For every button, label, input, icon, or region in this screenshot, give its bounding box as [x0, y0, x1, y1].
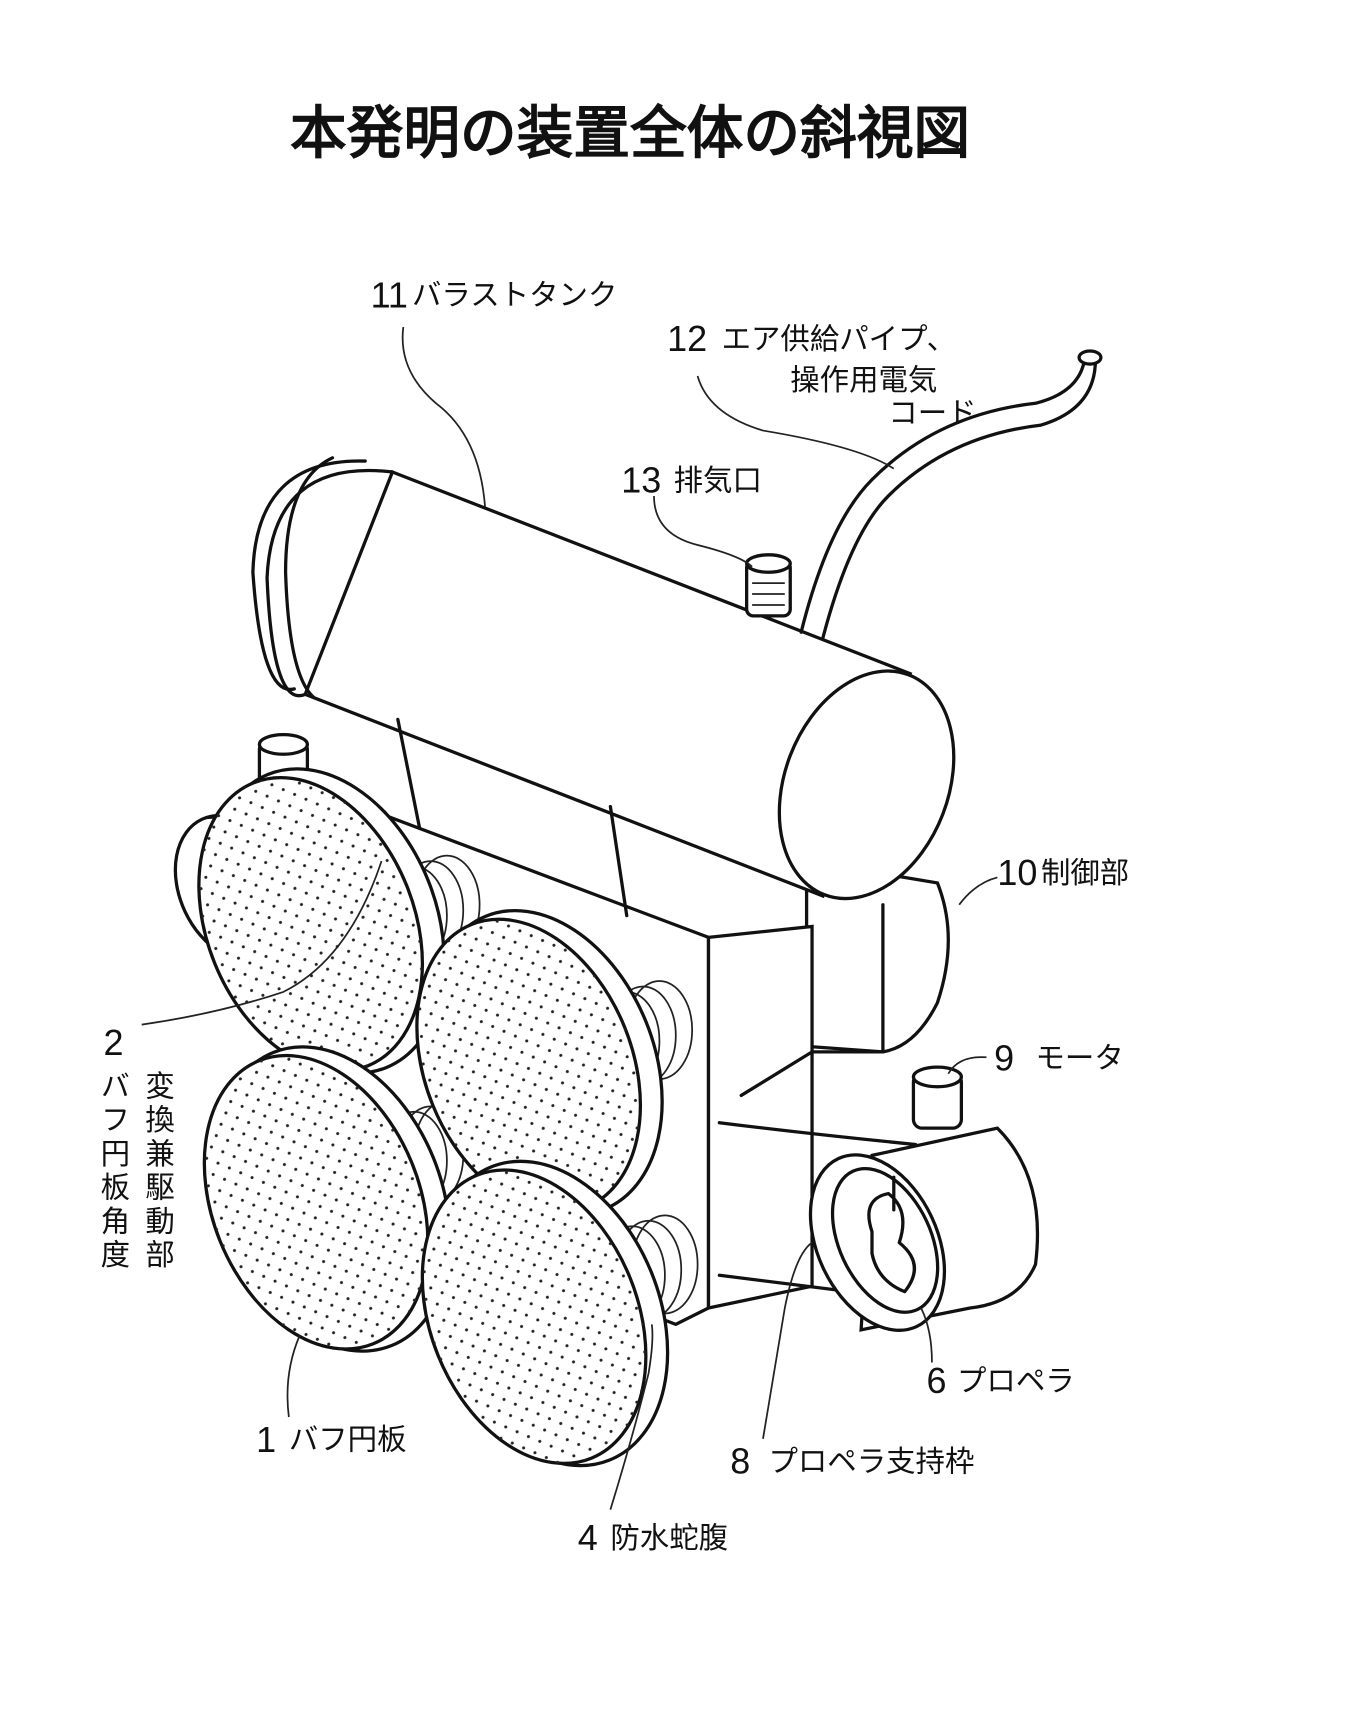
label-control: 10 制御部 [997, 852, 1129, 893]
exhaust-port [747, 555, 791, 616]
svg-text:コード: コード [888, 396, 976, 430]
label-bellows: 4 防水蛇腹 [578, 1517, 728, 1558]
svg-text:6: 6 [927, 1360, 947, 1401]
svg-text:制御部: 制御部 [1041, 856, 1129, 890]
svg-text:モータ: モータ [1036, 1041, 1124, 1075]
svg-text:排気口: 排気口 [674, 464, 762, 498]
svg-text:操作用電気: 操作用電気 [790, 363, 937, 397]
svg-text:10: 10 [997, 852, 1037, 893]
svg-text:プロペラ支持枠: プロペラ支持枠 [768, 1445, 974, 1479]
svg-text:防水蛇腹: 防水蛇腹 [610, 1521, 728, 1555]
svg-text:バフ円板: バフ円板 [289, 1423, 407, 1457]
svg-text:4: 4 [578, 1517, 598, 1558]
label-exhaust: 13 排気口 [621, 460, 762, 501]
svg-text:11: 11 [371, 274, 408, 315]
label-ballast-tank: 11 バラストタンク [371, 274, 618, 315]
svg-text:9: 9 [994, 1037, 1014, 1078]
page-title: 本発明の装置全体の斜視図 [290, 101, 970, 167]
label-converter: 2 変換兼駆動部 バフ円板角度 変換兼駆動部 [96, 1022, 175, 1273]
label-air-pipe: 12 エア供給パイプ、 操作用電気 コード [667, 318, 977, 430]
label-prop-frame: 8 プロペラ支持枠 [730, 1441, 974, 1482]
svg-text:2: 2 [104, 1022, 124, 1063]
svg-text:13: 13 [621, 460, 661, 501]
propeller-duct [784, 1067, 1038, 1352]
svg-text:エア供給パイプ、: エア供給パイプ、 [722, 322, 956, 356]
label-motor: 9 モータ [994, 1037, 1124, 1078]
label-buff-disc: 1 バフ円板 [256, 1419, 406, 1460]
svg-text:バラストタンク: バラストタンク [412, 278, 617, 312]
svg-text:8: 8 [730, 1441, 750, 1482]
svg-text:変換兼駆動部: 変換兼駆動部 [141, 1070, 175, 1273]
label-propeller: 6 プロペラ [927, 1360, 1075, 1401]
svg-text:1: 1 [256, 1419, 276, 1460]
svg-text:12: 12 [667, 318, 707, 359]
svg-text:プロペラ: プロペラ [957, 1364, 1075, 1398]
svg-text:バフ円板角度: バフ円板角度 [96, 1070, 130, 1273]
